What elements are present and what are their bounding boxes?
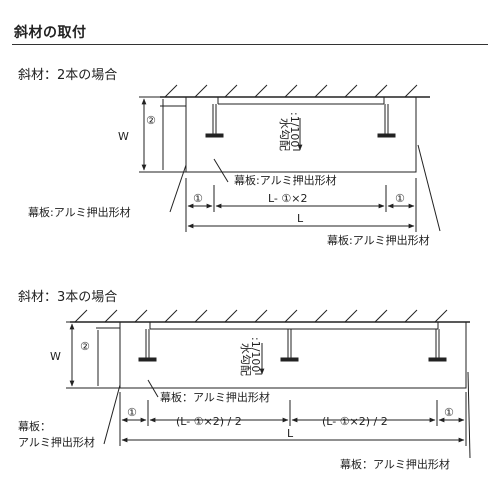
case1-slope-label: 水勾配	[278, 118, 291, 151]
case2-slope-label: 水勾配	[239, 343, 252, 376]
case1-label-left: 幕板:アルミ押出形材	[28, 205, 131, 219]
case2-label-right: 幕板：アルミ押出形材	[340, 457, 450, 471]
case2-dim-mid-b-label: (L- ①×2) / 2	[322, 415, 388, 428]
case1-dim1-right-label: ①	[395, 192, 405, 205]
case2-brace-right	[428, 329, 447, 362]
section-title: 斜材の取付	[14, 25, 87, 41]
case1-dim2-label: ②	[146, 114, 156, 127]
case1-ceiling-hatch	[164, 84, 418, 98]
case1-leader-right	[417, 144, 441, 232]
case1-title: 斜材：2本の場合	[18, 68, 118, 83]
case2-dim-L-label: L	[287, 427, 294, 440]
case1-brace-left	[205, 104, 224, 138]
case2-w-label: W	[50, 350, 61, 363]
case2-panel	[119, 321, 467, 389]
case1-brace-right	[377, 104, 396, 138]
case1-drawing	[139, 84, 441, 232]
case2-label-inner: 幕板：アルミ押出形材	[160, 390, 270, 404]
case1-dim-mid-label: L- ①×2	[268, 192, 307, 205]
case2-label-left-line1: 幕板：	[18, 419, 51, 433]
case2-drawing	[66, 309, 471, 459]
case1-slope-ratio: :1/100	[288, 112, 301, 147]
case1-panel	[185, 96, 417, 173]
case2-dim1-left-label: ①	[127, 406, 137, 419]
case1-label-right: 幕板:アルミ押出形材	[327, 233, 430, 247]
case2-dim2-label: ②	[80, 340, 90, 353]
case2-ceiling-hatch	[74, 309, 448, 323]
case1-leader-left	[169, 164, 187, 213]
case2-brace-left	[138, 329, 157, 362]
case2-leader-inner	[147, 379, 159, 398]
case2-dim1-right-label: ①	[444, 406, 454, 419]
case2-dim-mid-a-label: (L- ①×2) / 2	[176, 415, 242, 428]
case1-leader-inner	[213, 158, 229, 183]
case2-leader-left	[103, 384, 121, 445]
case2-leader-right	[467, 371, 471, 459]
title-divider	[12, 44, 488, 45]
case2-title: 斜材：3本の場合	[18, 290, 118, 305]
case2-slope-ratio: :1/100	[249, 337, 262, 372]
case1-dim-L-label: L	[297, 212, 304, 225]
case1-label-inner: 幕板:アルミ押出形材	[234, 173, 337, 187]
case1-dim1-left-label: ①	[193, 192, 203, 205]
case2-brace-center	[280, 329, 299, 362]
case2-label-left-line2: アルミ押出形材	[18, 435, 95, 449]
case1-w-label: W	[118, 130, 129, 143]
